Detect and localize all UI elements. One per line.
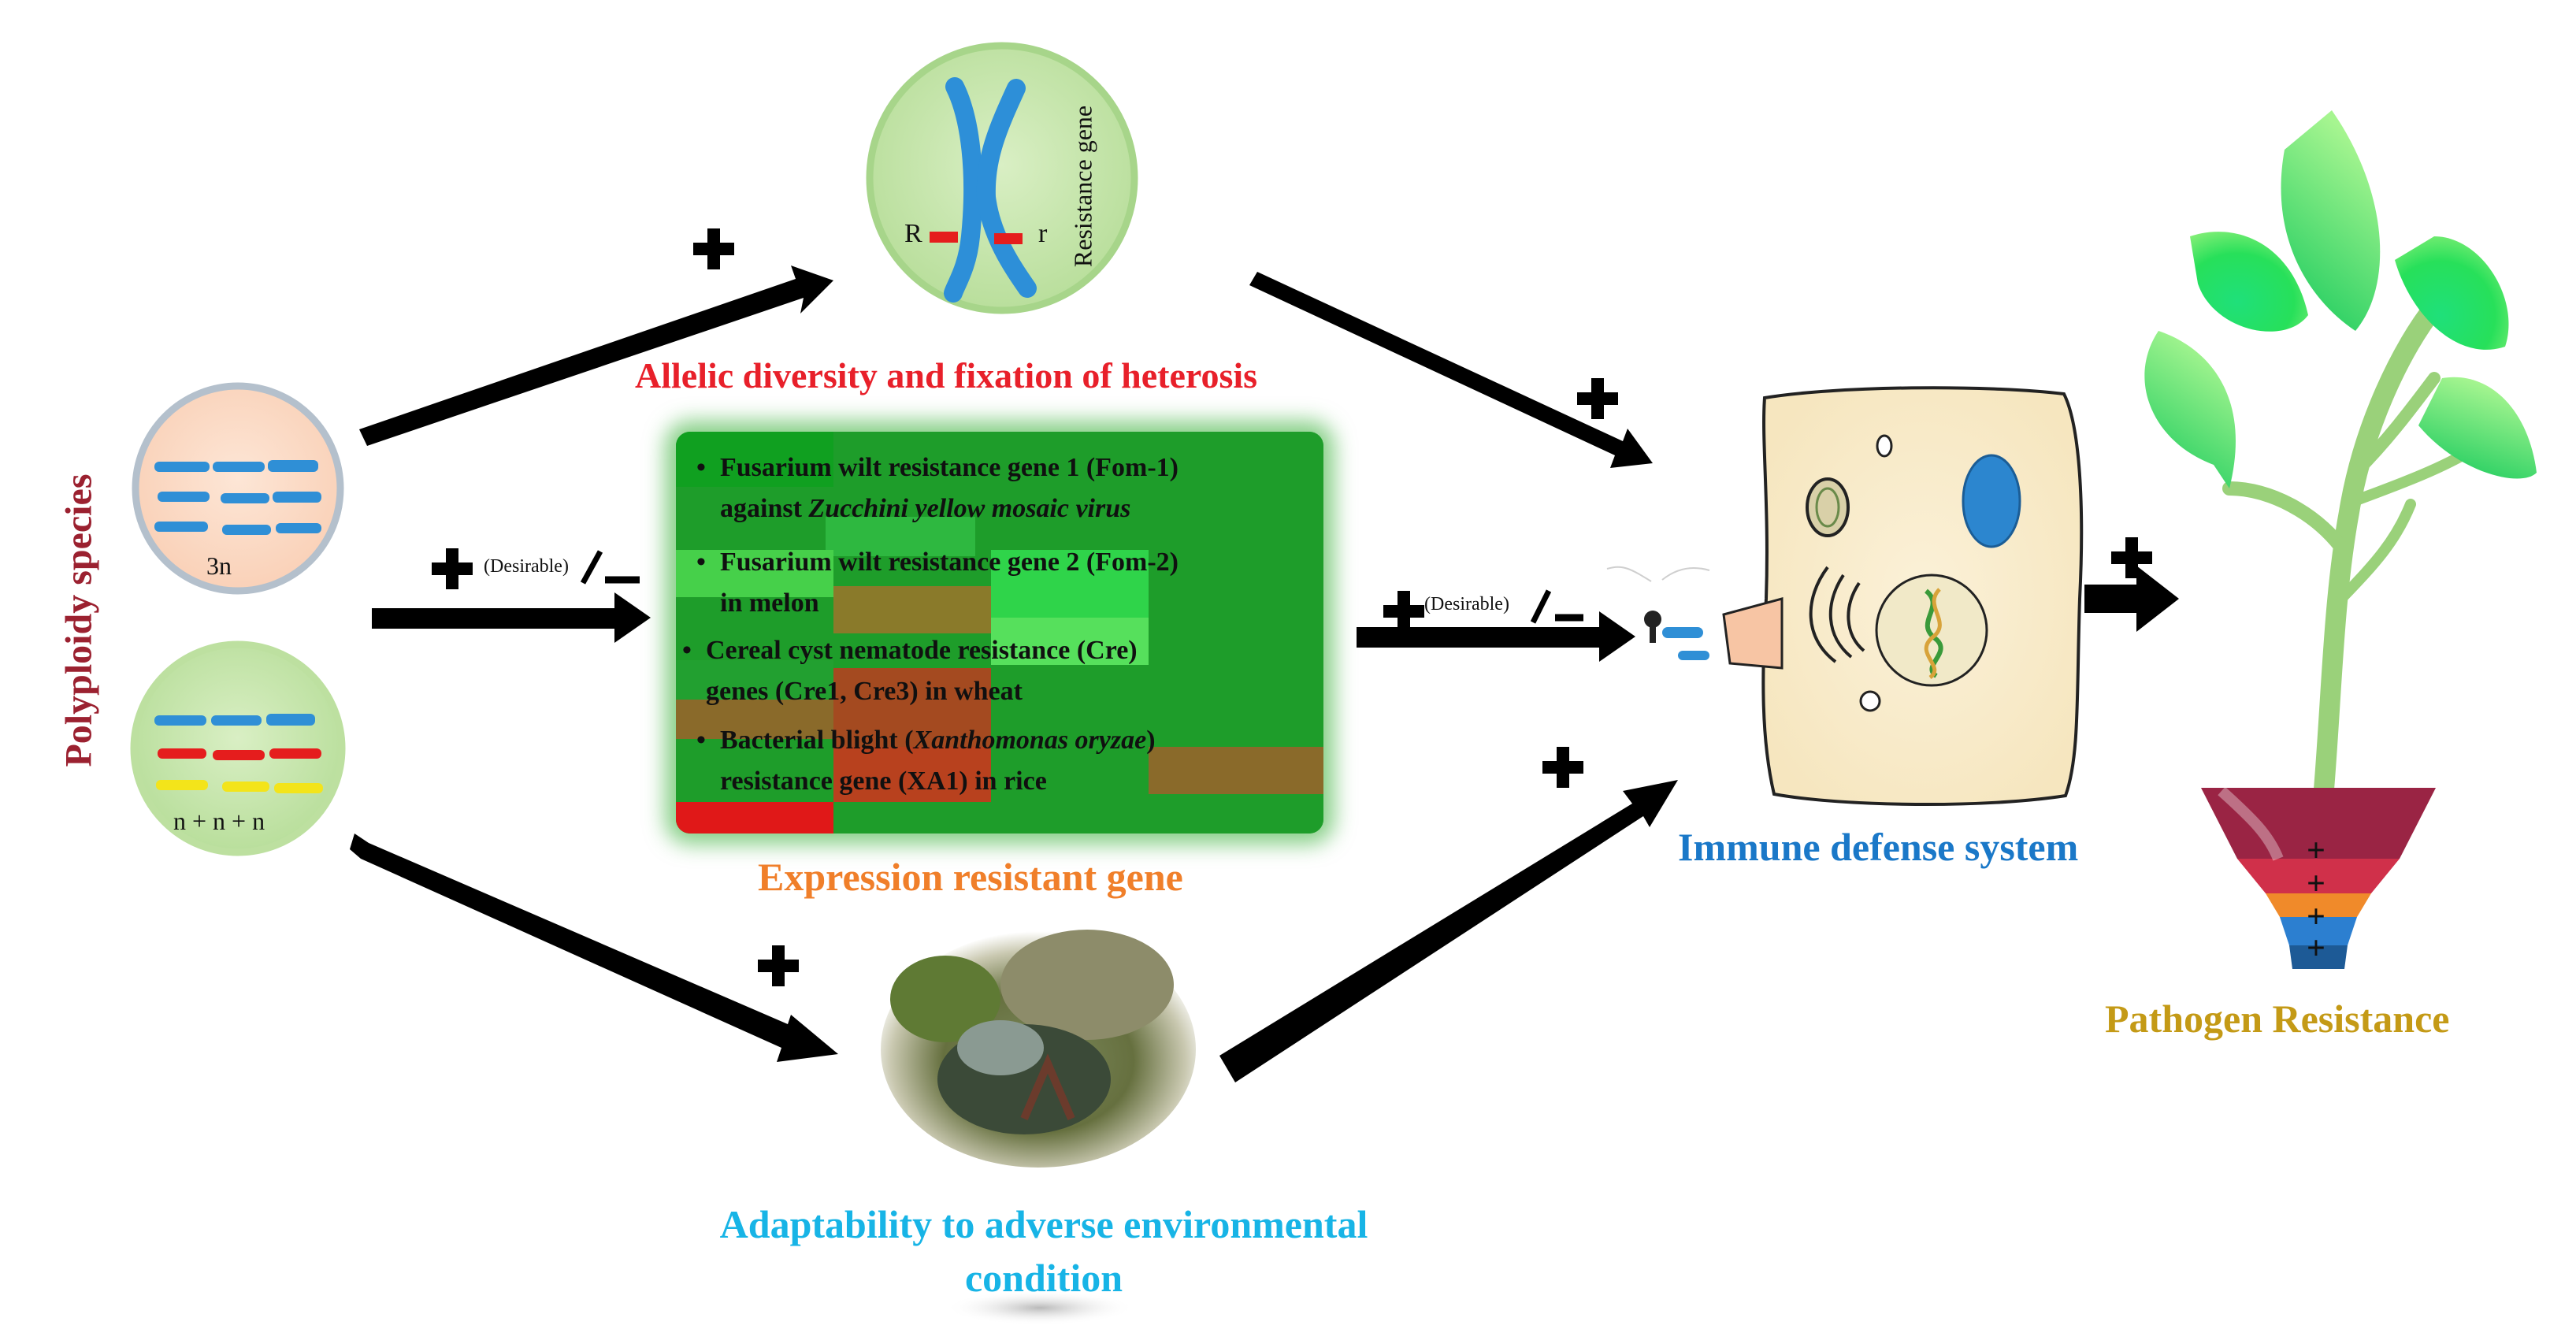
polyploidy-species-title: Polyploidy species: [58, 473, 100, 767]
immune-defense-label: Immune defense system: [1678, 825, 2079, 869]
list-item: •Fusarium wilt resistance gene 1 (Fom-1)…: [696, 453, 1179, 523]
list-item: •Bacterial blight (Xanthomonas oryzae) r…: [696, 726, 1156, 796]
ploidy-nnn-label: n + n + n: [173, 807, 265, 835]
environment-photo-circle: [881, 930, 1196, 1168]
list-item: •Fusarium wilt resistance gene 2 (Fom-2)…: [696, 548, 1179, 618]
plus-signs: [432, 228, 2152, 986]
ploidy-3n-label: 3n: [206, 551, 232, 580]
funnel-plus-2: +: [2307, 866, 2325, 902]
allelic-diversity-label: Allelic diversity and fixation of hetero…: [635, 355, 1258, 395]
funnel-plus-3: +: [2307, 899, 2325, 935]
slash-minus-marks: [580, 550, 1583, 624]
adaptability-label: Adaptability to adverse environmental co…: [646, 1197, 1442, 1305]
desirable-label-left: (Desirable): [484, 556, 569, 577]
resistance-gene-list: •Fusarium wilt resistance gene 1 (Fom-1)…: [676, 432, 1323, 834]
funnel-plus-4: +: [2307, 930, 2325, 967]
adaptability-line-2: condition: [964, 1256, 1123, 1300]
desirable-label-right: (Desirable): [1424, 594, 1509, 614]
expression-resistant-gene-label: Expression resistant gene: [758, 855, 1183, 899]
arrows: [350, 265, 2179, 1082]
chromosome-circle: [866, 42, 1138, 314]
expression-heatmap-box: •Fusarium wilt resistance gene 1 (Fom-1)…: [676, 432, 1323, 834]
allele-R-label: R: [904, 219, 922, 248]
allele-r-label: r: [1038, 219, 1048, 248]
adaptability-line-1: Adaptability to adverse environmental: [719, 1202, 1368, 1246]
resistant-plant: [2144, 110, 2537, 969]
pathogen-resistance-label: Pathogen Resistance: [2105, 997, 2450, 1041]
plant-cell: [1606, 386, 2084, 807]
polyploid-3n-circle: [132, 382, 344, 595]
list-item: •Cereal cyst nematode resistance (Cre) g…: [682, 636, 1138, 706]
resistance-gene-vertical-label: Resistance gene: [1068, 105, 1097, 268]
polyploid-nnn-circle: [130, 640, 346, 856]
funnel-plus-1: +: [2307, 833, 2325, 869]
